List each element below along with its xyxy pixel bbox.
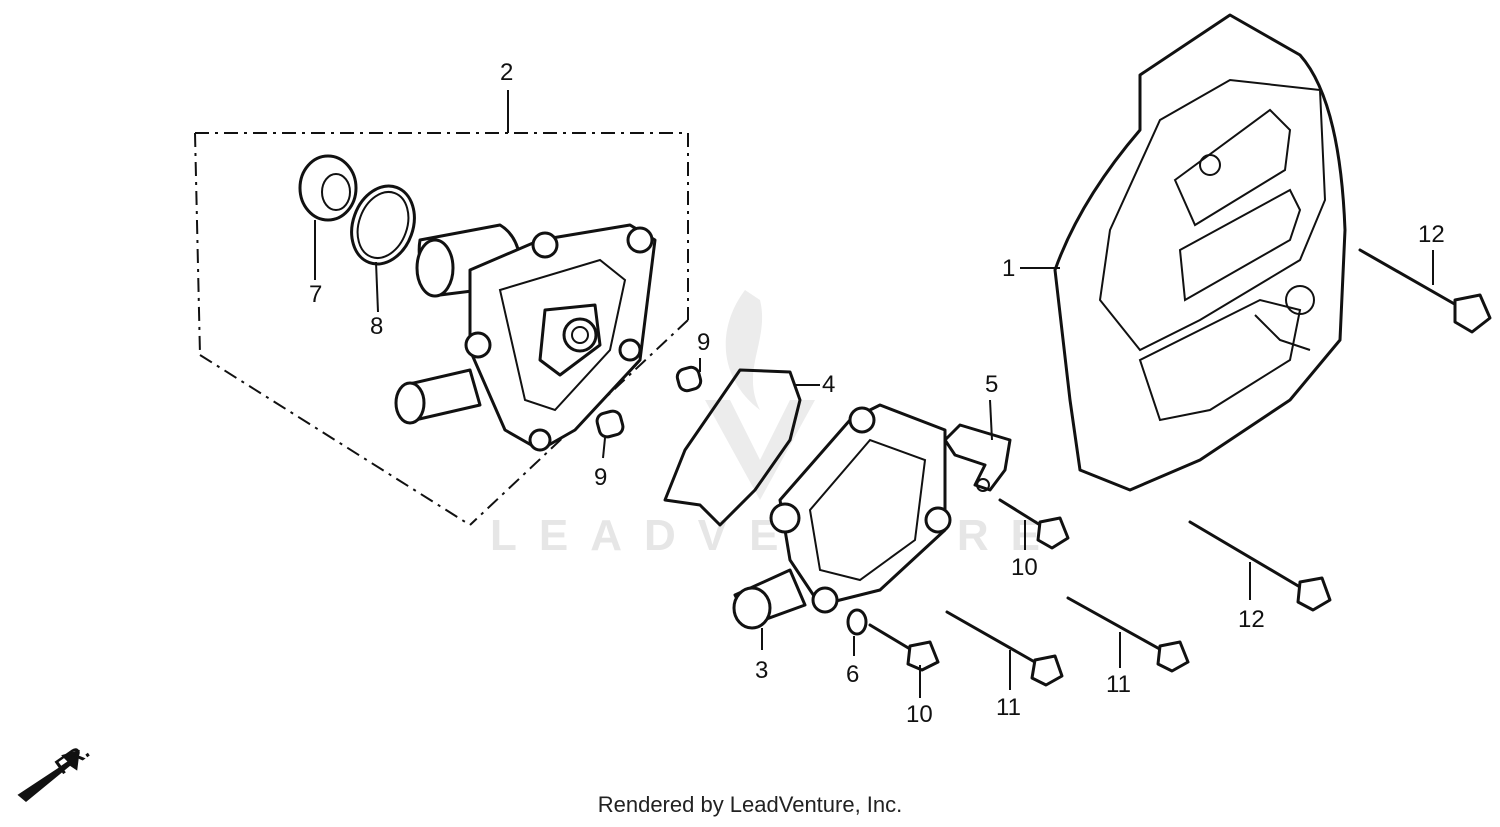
callout-9-upper: 9 [697,329,710,356]
gasket-part-4 [663,368,820,527]
callout-10-lower: 10 [906,701,933,728]
callout-4: 4 [822,371,835,398]
dowel-pin-part-9-upper [675,358,703,393]
bolt-part-11-right [1066,596,1190,673]
callout-2: 2 [500,59,513,86]
callout-6: 6 [846,661,859,688]
water-pump-cover-part-3 [732,403,952,650]
callout-8: 8 [370,313,383,340]
callout-3: 3 [755,657,768,684]
callout-12-upper: 12 [1418,221,1445,248]
cover-part-1 [1020,13,1347,492]
callout-1: 1 [1002,255,1015,282]
bolt-part-12-lower [1188,520,1332,612]
bolt-part-10-upper [998,498,1070,550]
washer-part-6 [846,608,868,656]
bolt-part-12-upper [1358,248,1492,334]
water-pump-body-part-2 [394,223,657,452]
callout-10-upper: 10 [1011,554,1038,581]
callout-11-right: 11 [1106,671,1131,698]
footer-credit: Rendered by LeadVenture, Inc. [597,792,903,817]
clamp-part-5 [943,399,1012,492]
dowel-pin-part-9-lower [595,409,625,459]
callout-7: 7 [309,281,322,308]
oil-seal-part-7 [298,154,358,280]
callout-11-left: 11 [996,694,1021,721]
o-ring-part-8 [350,184,416,313]
front-direction-arrow: FR. [17,738,94,802]
callout-12-lower: 12 [1238,606,1265,633]
bolt-part-11-left [945,610,1064,690]
callout-5: 5 [985,371,998,398]
callout-9-lower: 9 [594,464,607,491]
bolt-part-10-lower [868,623,940,698]
